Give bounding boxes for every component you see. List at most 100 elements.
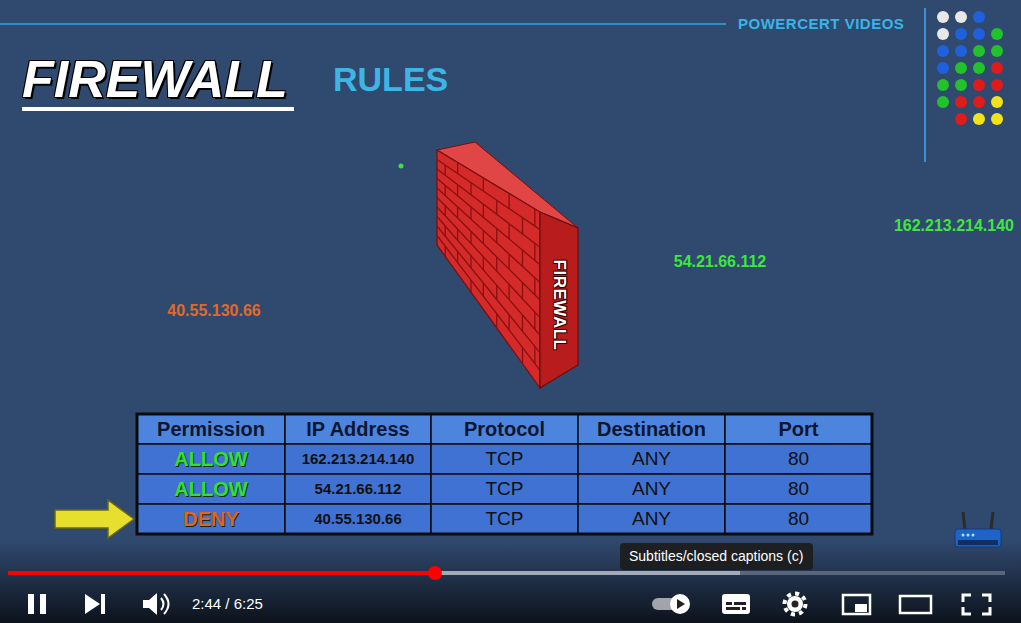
table-cell: ANY	[632, 448, 671, 470]
brick-line	[508, 193, 509, 208]
logo-dot	[955, 11, 967, 23]
wall-label: FIREWALL	[549, 260, 569, 351]
logo-dot	[955, 28, 967, 40]
brick-line	[437, 179, 540, 265]
brick-line	[470, 256, 471, 268]
brick-line	[483, 178, 484, 191]
brick-line	[508, 224, 509, 239]
title: FIREWALL	[22, 52, 294, 111]
ip-cell: 54.21.66.112	[315, 480, 402, 497]
table-cell-box	[137, 504, 285, 534]
table-header: Destination	[597, 418, 706, 441]
table-cell: 80	[788, 448, 809, 470]
table-cell-box	[137, 474, 285, 504]
time-display: 2:44 / 6:25	[192, 595, 263, 612]
brick-line	[470, 231, 471, 243]
logo-dot	[991, 62, 1003, 74]
logo-dot	[937, 45, 949, 57]
brick-line	[457, 207, 458, 218]
brick-line	[437, 198, 540, 301]
permission-cell: ALLOW	[174, 448, 247, 471]
logo-dot	[991, 79, 1003, 91]
table-cell-box	[578, 504, 725, 534]
table-cell-box	[285, 444, 431, 474]
brick-line	[496, 285, 497, 299]
logo-dot	[973, 28, 985, 40]
table-header: IP Address	[306, 418, 409, 441]
ip-address: 40.55.130.66	[167, 302, 260, 320]
brick-line	[457, 251, 458, 262]
tooltip-box: Subtitles/closed captions (c)	[620, 543, 813, 570]
autoplay-toggle	[652, 594, 690, 614]
fullscreen-icon	[963, 595, 990, 614]
brick-line	[437, 160, 540, 230]
logo-dot	[991, 96, 1003, 108]
volume-icon	[143, 593, 169, 615]
header-rule	[0, 23, 726, 25]
settings-icon	[785, 594, 806, 615]
subtitles-icon	[722, 594, 750, 614]
logo-dot	[991, 113, 1003, 125]
logo-dot	[991, 45, 1003, 57]
rules-table	[137, 414, 872, 534]
brick-line	[522, 250, 523, 266]
brick-line	[534, 346, 535, 363]
table-cell-box	[578, 474, 725, 504]
logo-dot	[937, 28, 949, 40]
brick-line	[445, 226, 446, 236]
brick-line	[522, 283, 523, 299]
table-cell: TCP	[486, 478, 524, 500]
brick-line	[534, 209, 535, 226]
logo-dot	[937, 11, 949, 23]
table-header: Protocol	[464, 418, 545, 441]
table-cell-box	[137, 414, 285, 444]
logo-dot	[955, 113, 967, 125]
table-cell-box	[725, 474, 872, 504]
progress-buffer	[8, 571, 740, 575]
brick-line	[483, 257, 484, 270]
brick-line	[470, 207, 471, 219]
controls-shade	[0, 540, 1021, 623]
logo-dot	[955, 62, 967, 74]
logo-dot	[937, 62, 949, 74]
table-cell-box	[285, 414, 431, 444]
progress-track	[8, 571, 1005, 575]
logo-dot	[955, 79, 967, 91]
brick-line	[496, 200, 497, 214]
table-cell-box	[725, 504, 872, 534]
brick-line	[437, 226, 540, 353]
heading-word: RULES	[333, 60, 448, 99]
table-cell: 80	[788, 508, 809, 530]
table-cell-box	[285, 474, 431, 504]
brick-line	[522, 315, 523, 331]
wall-face	[437, 150, 540, 388]
logo-dot	[955, 45, 967, 57]
tooltip-text: Subtitles/closed captions (c)	[629, 548, 804, 565]
brick-line	[483, 204, 484, 217]
table-cell-box	[431, 504, 578, 534]
logo-dot	[973, 113, 985, 125]
theater-icon	[900, 596, 931, 613]
permission-cell: DENY	[183, 508, 239, 531]
logo-dot	[991, 28, 1003, 40]
table-cell: TCP	[486, 508, 524, 530]
table-cell-box	[431, 474, 578, 504]
logo-dot	[973, 96, 985, 108]
brick-line	[470, 280, 471, 292]
ip-cell: 162.213.214.140	[302, 450, 415, 467]
progress-knob	[428, 566, 442, 580]
brick-line	[508, 284, 509, 299]
brick-line	[437, 217, 540, 336]
brick-line	[522, 218, 523, 234]
logo-dot	[955, 96, 967, 108]
next-icon	[85, 594, 105, 614]
table-cell: TCP	[486, 448, 524, 470]
table-border	[137, 414, 872, 534]
table-cell-box	[725, 414, 872, 444]
brick-line	[445, 165, 446, 175]
permission-cell: ALLOW	[174, 478, 247, 501]
table-cell-box	[137, 444, 285, 474]
logo-dot	[973, 45, 985, 57]
green-dot	[399, 164, 404, 169]
firewall-side: FIREWALL	[539, 210, 579, 390]
